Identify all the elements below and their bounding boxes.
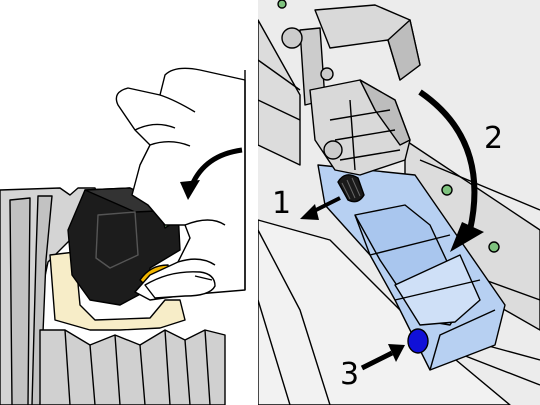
indicator-dot-2 — [489, 242, 499, 252]
indicator-dot-3 — [278, 0, 286, 8]
clamp-knob-small — [321, 68, 333, 80]
right-panel — [258, 0, 540, 405]
clamp-knob-lower — [324, 141, 342, 159]
left-panel — [0, 68, 245, 405]
blue-knob — [408, 329, 428, 353]
step-2-label: 2 — [484, 121, 503, 156]
step-3-label: 3 — [340, 357, 359, 392]
indicator-dot-1 — [442, 185, 452, 195]
panel-gap — [246, 0, 258, 405]
clamp-knob-left — [282, 28, 302, 48]
step-1-label: 1 — [272, 186, 291, 221]
